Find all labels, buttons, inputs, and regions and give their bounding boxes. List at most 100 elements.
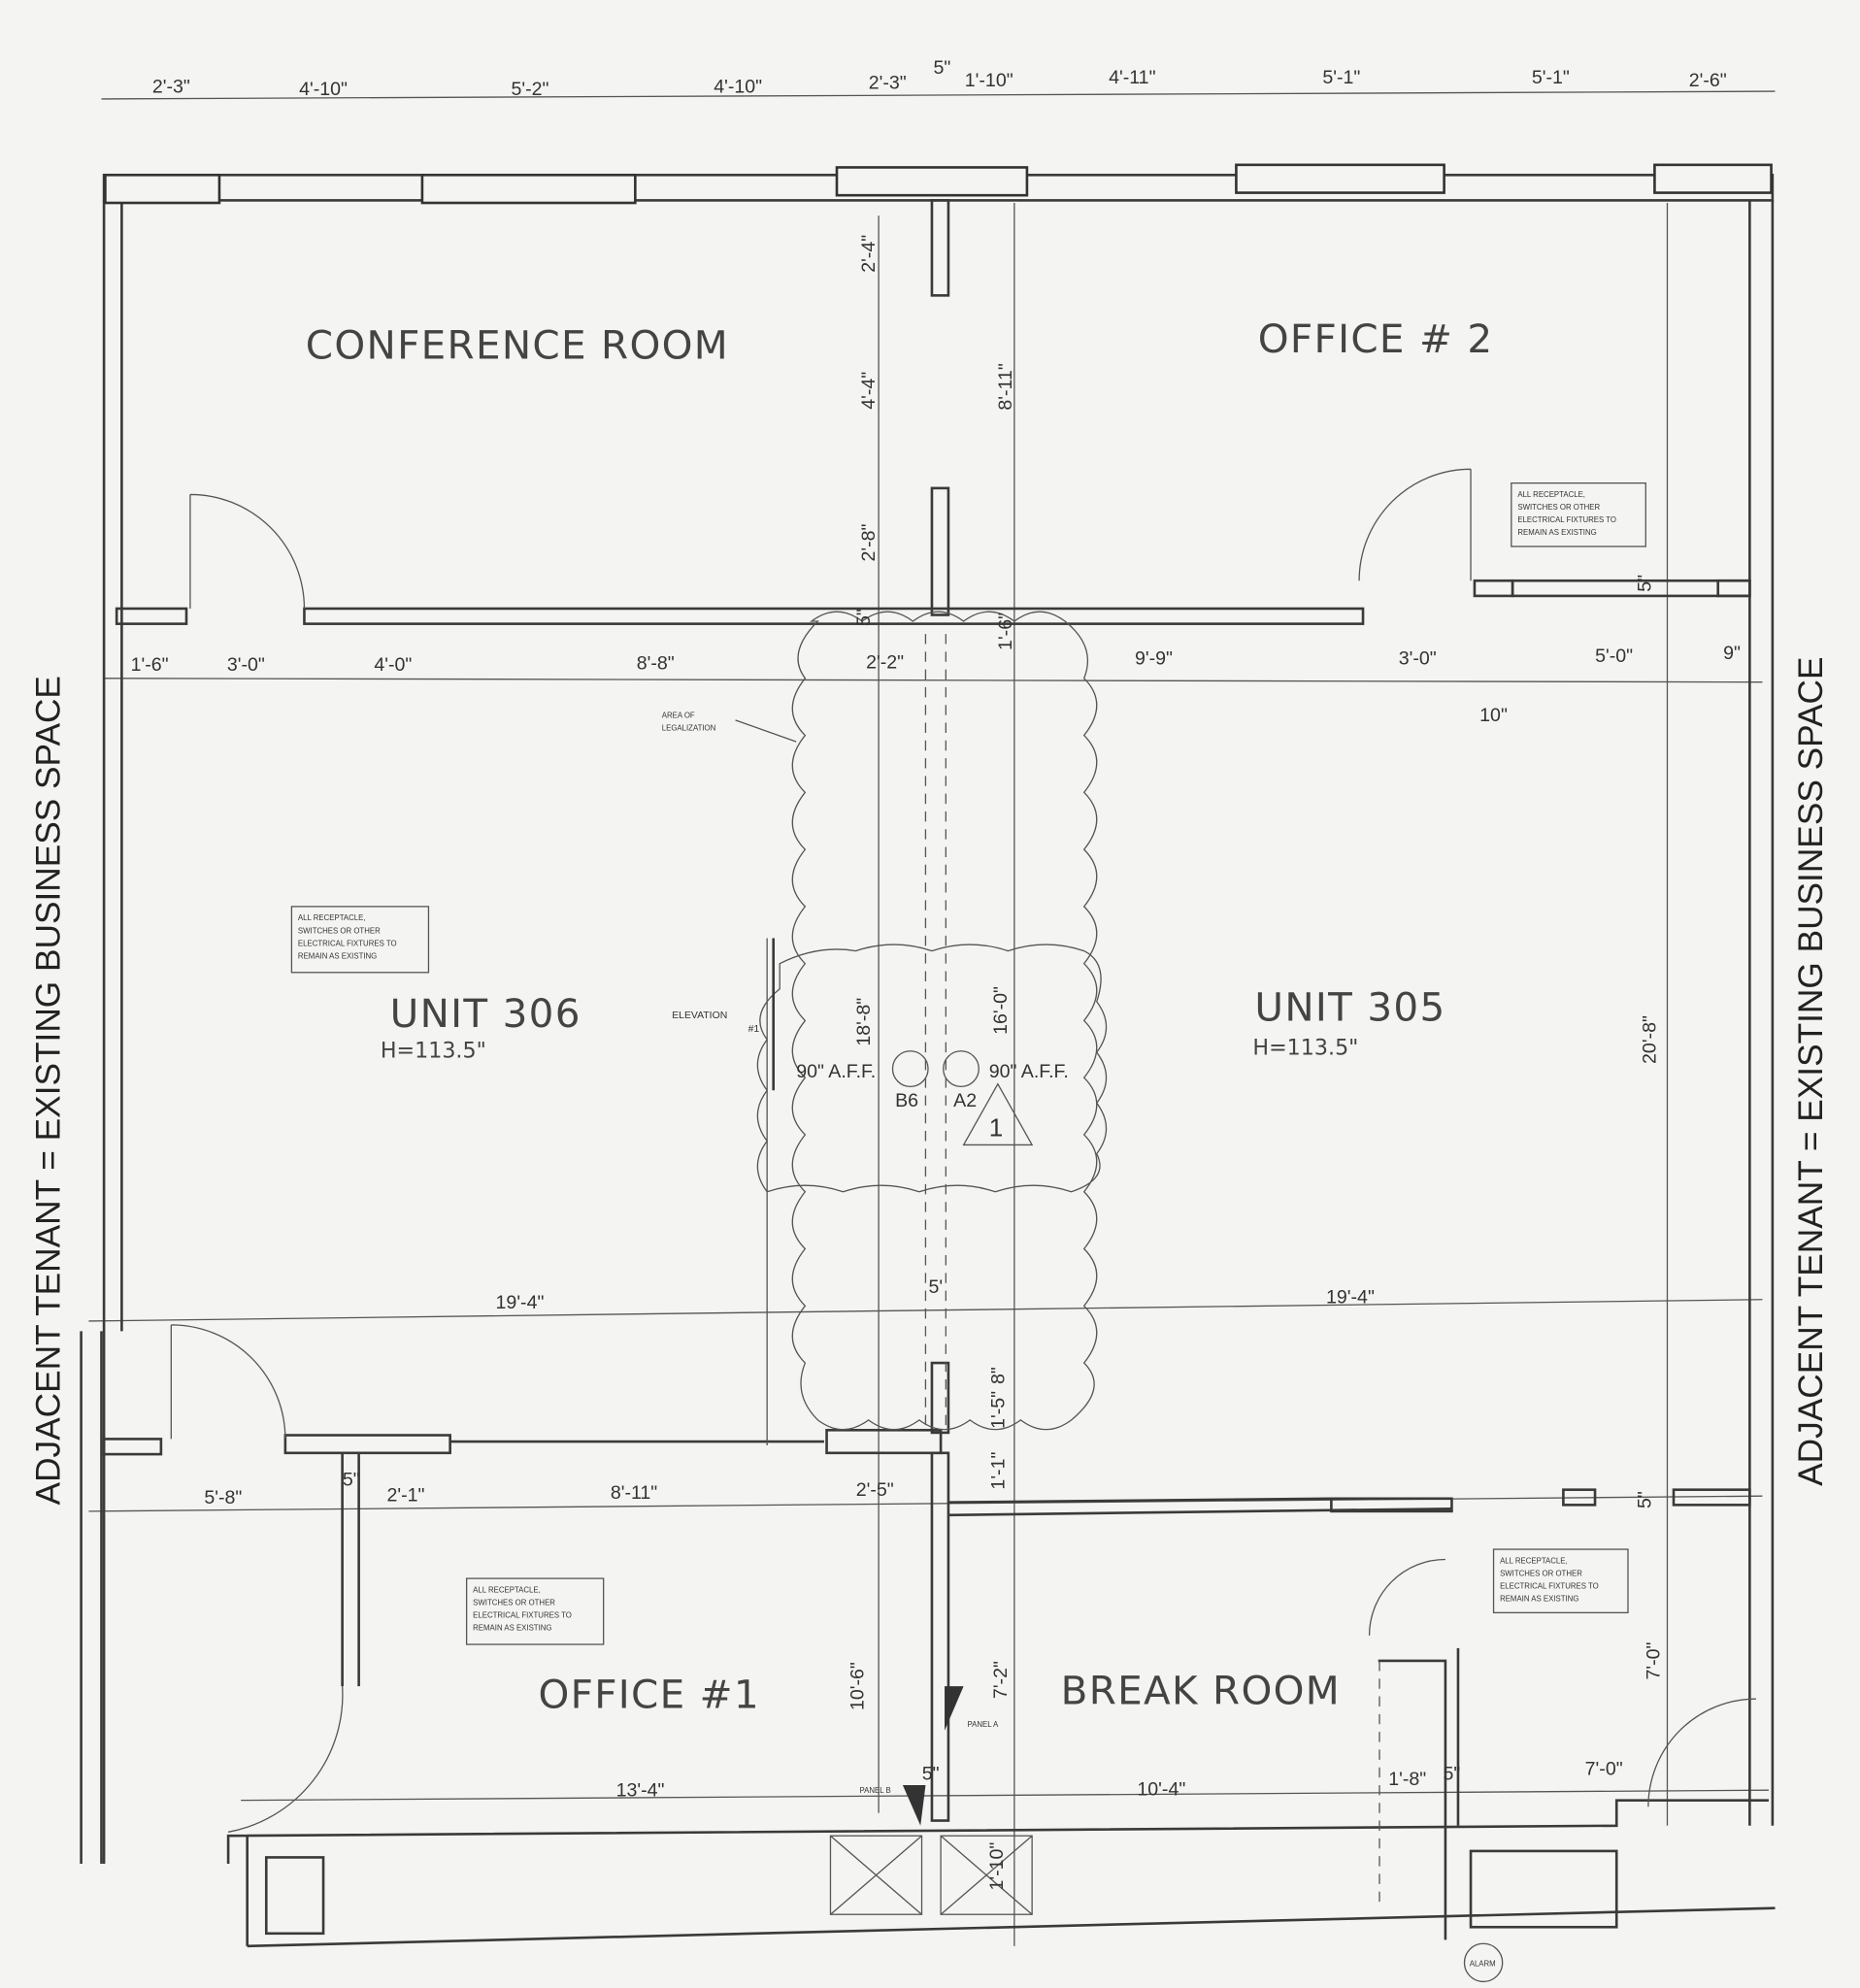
room-unit-305: UNIT 305 (1254, 983, 1445, 1030)
svg-text:ALL RECEPTACLE,: ALL RECEPTACLE, (1517, 490, 1585, 499)
svg-text:20'-8": 20'-8" (1640, 1015, 1661, 1064)
svg-text:8'-11": 8'-11" (995, 363, 1016, 410)
svg-text:2'-5": 2'-5" (856, 1479, 894, 1501)
svg-text:4'-10": 4'-10" (299, 79, 348, 100)
svg-text:1'-10": 1'-10" (965, 70, 1013, 91)
svg-text:4'-0": 4'-0" (374, 654, 412, 676)
windows (104, 163, 1773, 205)
room-conference: CONFERENCE ROOM (306, 322, 729, 369)
svg-text:10'-6": 10'-6" (847, 1662, 868, 1710)
svg-text:ELECTRICAL FIXTURES TO: ELECTRICAL FIXTURES TO (298, 939, 397, 947)
svg-text:5": 5" (922, 1764, 940, 1785)
svg-text:REMAIN AS EXISTING: REMAIN AS EXISTING (298, 951, 377, 960)
svg-text:16'-0": 16'-0" (990, 986, 1012, 1035)
svg-text:SWITCHES OR OTHER: SWITCHES OR OTHER (1517, 503, 1600, 512)
svg-text:H=113.5": H=113.5" (1252, 1036, 1358, 1061)
svg-text:19'-4": 19'-4" (496, 1292, 545, 1313)
svg-text:5'-8": 5'-8" (204, 1487, 242, 1508)
electrical-note-306: ALL RECEPTACLE, SWITCHES OR OTHER ELECTR… (290, 906, 430, 974)
svg-text:5": 5" (853, 609, 875, 626)
svg-text:#1: #1 (748, 1024, 760, 1035)
svg-text:90" A.F.F.: 90" A.F.F. (989, 1061, 1069, 1082)
svg-text:2'-4": 2'-4" (858, 235, 880, 273)
svg-text:ELECTRICAL FIXTURES TO: ELECTRICAL FIXTURES TO (1517, 515, 1616, 524)
room-unit-306: UNIT 306 (390, 990, 581, 1037)
svg-text:1'-10": 1'-10" (986, 1842, 1008, 1891)
svg-text:5": 5" (933, 57, 950, 79)
svg-text:5'-0": 5'-0" (1595, 646, 1633, 667)
svg-text:SWITCHES OR OTHER: SWITCHES OR OTHER (473, 1599, 555, 1607)
room-office-1: OFFICE #1 (538, 1671, 759, 1717)
svg-text:5": 5" (1444, 1764, 1461, 1785)
svg-text:REMAIN AS EXISTING: REMAIN AS EXISTING (1500, 1595, 1578, 1604)
svg-text:5": 5" (1634, 575, 1655, 592)
svg-text:8": 8" (987, 1367, 1009, 1384)
svg-text:H=113.5": H=113.5" (381, 1038, 486, 1063)
svg-text:19'-4": 19'-4" (1326, 1287, 1375, 1309)
svg-text:PANEL A: PANEL A (968, 1720, 1000, 1729)
svg-text:1'-1": 1'-1" (987, 1452, 1009, 1490)
svg-text:LEGALIZATION: LEGALIZATION (662, 723, 716, 732)
svg-text:9'-9": 9'-9" (1135, 647, 1173, 669)
panels (829, 1686, 1504, 1983)
walls (80, 173, 1776, 1948)
svg-text:ALL RECEPTACLE,: ALL RECEPTACLE, (473, 1585, 541, 1594)
svg-text:PANEL B: PANEL B (860, 1786, 891, 1795)
annotations: AREA OF LEGALIZATION ELEVATION #1 90" A.… (662, 711, 1496, 1968)
svg-text:A2: A2 (953, 1090, 977, 1111)
svg-text:AREA OF: AREA OF (662, 711, 695, 719)
svg-text:ELECTRICAL FIXTURES TO: ELECTRICAL FIXTURES TO (473, 1611, 572, 1620)
svg-text:3'-0": 3'-0" (1399, 647, 1437, 669)
svg-text:2'-6": 2'-6" (1689, 70, 1727, 91)
electrical-note-office2: ALL RECEPTACLE, SWITCHES OR OTHER ELECTR… (1511, 482, 1646, 547)
svg-text:ALL RECEPTACLE,: ALL RECEPTACLE, (1500, 1556, 1568, 1565)
svg-text:3'-0": 3'-0" (227, 654, 265, 676)
right-adjacent-label: ADJACENT TENANT = EXISTING BUSINESS SPAC… (1792, 656, 1830, 1485)
svg-text:7'-0": 7'-0" (1644, 1641, 1665, 1679)
svg-text:ELEVATION: ELEVATION (672, 1011, 727, 1021)
electrical-note-305: ALL RECEPTACLE, SWITCHES OR OTHER ELECTR… (1492, 1548, 1629, 1614)
electrical-note-office1: ALL RECEPTACLE, SWITCHES OR OTHER ELECTR… (465, 1577, 605, 1645)
svg-text:8'-11": 8'-11" (611, 1482, 657, 1504)
svg-text:10": 10" (1479, 705, 1508, 726)
svg-text:9": 9" (1723, 643, 1741, 664)
svg-text:2'-8": 2'-8" (858, 523, 880, 561)
svg-text:SWITCHES OR OTHER: SWITCHES OR OTHER (298, 926, 381, 935)
svg-text:2'-3": 2'-3" (152, 76, 190, 97)
svg-text:13'-4": 13'-4" (616, 1780, 665, 1802)
svg-text:5'-1": 5'-1" (1322, 67, 1360, 88)
svg-text:REMAIN AS EXISTING: REMAIN AS EXISTING (1517, 528, 1596, 537)
svg-text:1'-8": 1'-8" (1388, 1769, 1426, 1790)
svg-text:1: 1 (989, 1112, 1004, 1142)
svg-text:7'-0": 7'-0" (1585, 1759, 1623, 1780)
room-labels: CONFERENCE ROOM OFFICE # 2 UNIT 306 H=11… (306, 315, 1492, 1717)
legalization-cloud (735, 611, 1108, 1445)
svg-text:5": 5" (1634, 1491, 1655, 1508)
svg-text:4'-4": 4'-4" (858, 372, 880, 410)
svg-text:90" A.F.F.: 90" A.F.F. (796, 1061, 876, 1082)
left-adjacent-label: ADJACENT TENANT = EXISTING BUSINESS SPAC… (29, 676, 67, 1505)
svg-text:B6: B6 (895, 1090, 918, 1111)
svg-text:SWITCHES OR OTHER: SWITCHES OR OTHER (1500, 1569, 1582, 1577)
svg-text:1'-5": 1'-5" (987, 1391, 1009, 1429)
svg-text:2'-2": 2'-2" (866, 651, 904, 673)
doors (170, 468, 1756, 1833)
svg-text:REMAIN AS EXISTING: REMAIN AS EXISTING (473, 1624, 551, 1633)
svg-text:5': 5' (929, 1276, 944, 1298)
svg-text:4'-10": 4'-10" (714, 76, 762, 97)
svg-text:1'-6": 1'-6" (995, 613, 1016, 650)
svg-text:1'-6": 1'-6" (131, 654, 169, 676)
svg-text:18'-8": 18'-8" (853, 998, 875, 1046)
svg-text:5'-1": 5'-1" (1532, 67, 1570, 88)
svg-text:5'-2": 5'-2" (511, 79, 548, 100)
svg-text:8'-8": 8'-8" (637, 653, 675, 675)
svg-text:ALL RECEPTACLE,: ALL RECEPTACLE, (298, 913, 366, 922)
svg-text:10'-4": 10'-4" (1137, 1778, 1185, 1800)
svg-text:2'-1": 2'-1" (386, 1484, 424, 1506)
svg-text:5": 5" (343, 1470, 360, 1491)
room-break: BREAK ROOM (1061, 1667, 1341, 1713)
svg-text:2'-3": 2'-3" (869, 72, 907, 93)
svg-text:4'-11": 4'-11" (1109, 67, 1155, 88)
svg-text:ALARM: ALARM (1470, 1960, 1496, 1969)
